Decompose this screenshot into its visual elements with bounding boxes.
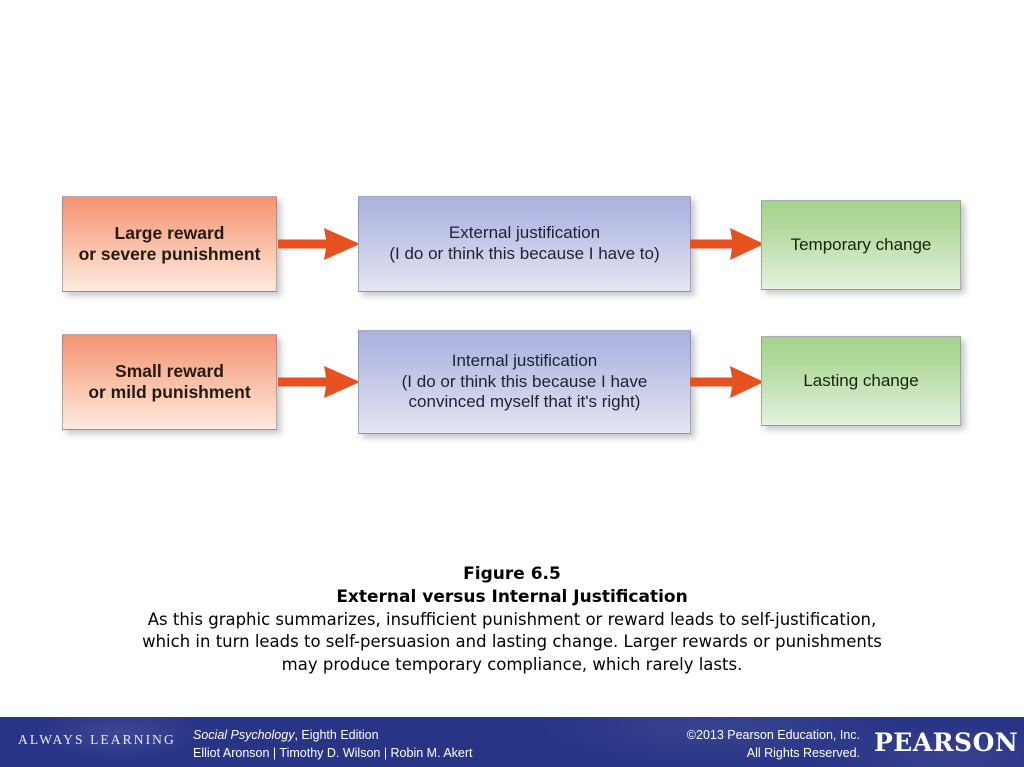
pearson-logo: PEARSON xyxy=(874,728,1019,757)
figure-description: As this graphic summarizes, insufficient… xyxy=(0,609,1024,676)
node-temporary-change: Temporary change xyxy=(761,200,961,290)
arrow-right-icon xyxy=(690,225,764,263)
book-title: Social Psychology xyxy=(193,728,295,742)
node-large-reward: Large reward or severe punishment xyxy=(62,196,277,292)
always-learning-tagline: ALWAYS LEARNING xyxy=(18,732,176,747)
book-authors: Elliot Aronson | Timothy D. Wilson | Rob… xyxy=(193,745,473,760)
figure-caption: Figure 6.5 External versus Internal Just… xyxy=(0,563,1024,676)
arrow-right-icon xyxy=(690,363,764,401)
node-large-reward-line2: or severe punishment xyxy=(78,244,261,264)
copyright-line2: All Rights Reserved. xyxy=(746,745,860,760)
node-small-reward: Small reward or mild punishment xyxy=(62,334,277,430)
node-temporary-change-label: Temporary change xyxy=(790,234,932,254)
node-lasting-change-label: Lasting change xyxy=(803,370,919,390)
node-small-reward-line2: or mild punishment xyxy=(88,382,251,402)
node-external-justification-line2: (I do or think this because I have to) xyxy=(389,244,660,263)
figure-description-line2: which in turn leads to self-persuasion a… xyxy=(142,632,882,652)
node-large-reward-line1: Large reward xyxy=(114,222,225,243)
arrow-right-icon xyxy=(278,225,360,263)
figure-number: Figure 6.5 xyxy=(463,564,561,584)
node-lasting-change: Lasting change xyxy=(761,336,961,426)
flow-diagram: Large reward or severe punishment Extern… xyxy=(62,196,961,434)
book-edition: , Eighth Edition xyxy=(294,728,379,742)
node-external-justification: External justification (I do or think th… xyxy=(358,196,691,292)
node-internal-justification-line1: Internal justification xyxy=(451,350,598,370)
node-internal-justification: Internal justification (I do or think th… xyxy=(358,330,691,434)
copyright-line1: ©2013 Pearson Education, Inc. xyxy=(686,728,860,742)
book-info: Social Psychology, Eighth Edition Elliot… xyxy=(193,727,473,763)
node-small-reward-line1: Small reward xyxy=(115,360,224,381)
node-internal-justification-line2: (I do or think this because I have xyxy=(401,371,648,391)
node-internal-justification-line3: convinced myself that it's right) xyxy=(408,392,641,412)
copyright-notice: ©2013 Pearson Education, Inc. All Rights… xyxy=(520,727,860,763)
figure-description-line3: may produce temporary compliance, which … xyxy=(281,654,743,674)
arrow-right-icon xyxy=(278,363,360,401)
figure-title: External versus Internal Justification xyxy=(336,586,688,607)
figure-description-line1: As this graphic summarizes, insufficient… xyxy=(147,610,877,630)
node-external-justification-line1: External justification xyxy=(448,223,601,243)
